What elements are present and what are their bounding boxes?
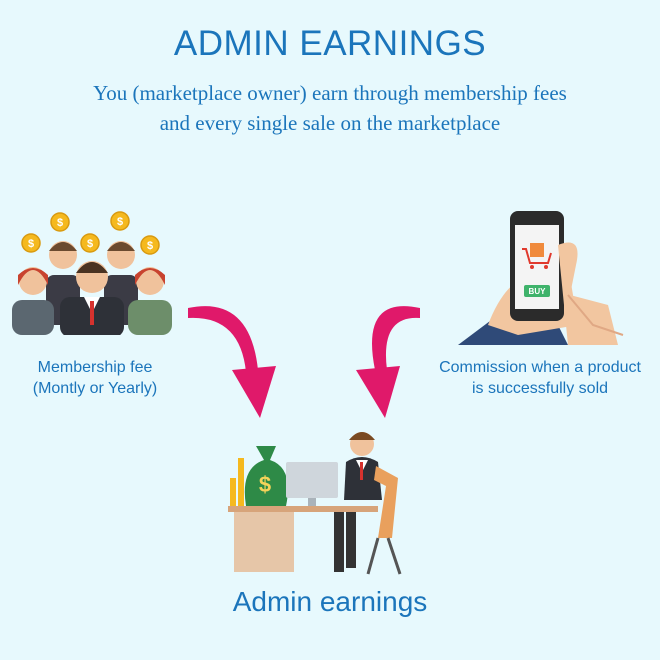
subtitle: You (marketplace owner) earn through mem… [0, 78, 660, 138]
membership-caption: Membership fee (Montly or Yearly) [0, 357, 190, 399]
right-arrow-icon [356, 306, 420, 418]
members-group-illustration: $ $ $ $ $ [12, 211, 172, 335]
admin-earnings-label: Admin earnings [232, 586, 428, 617]
monitor-icon [286, 462, 338, 498]
admin-desk-illustration: $ [228, 432, 402, 575]
membership-caption-line-1: Membership fee [37, 359, 153, 376]
page-title: ADMIN EARNINGS [173, 24, 487, 63]
subtitle-line-1: You (marketplace owner) earn through mem… [93, 81, 567, 105]
coin-icons [21, 211, 160, 255]
arrows [188, 306, 420, 418]
coin-symbol: $ [28, 238, 34, 250]
coin-symbol: $ [117, 216, 123, 228]
coin-symbol: $ [147, 240, 153, 252]
commission-caption-line-2: is successfully sold [471, 380, 609, 397]
left-arrow-icon [188, 306, 276, 418]
buy-label: BUY [529, 287, 547, 296]
buy-button [524, 285, 550, 297]
phone-hand-illustration: BUY [458, 211, 624, 345]
coin-symbol: $ [57, 217, 63, 229]
money-bag-icon [244, 446, 288, 506]
membership-caption-line-2: (Montly or Yearly) [32, 380, 158, 397]
subtitle-line-2: and every single sale on the marketplace [159, 111, 501, 135]
cart-icon [522, 243, 552, 269]
money-bag-symbol: $ [259, 472, 271, 497]
commission-caption: Commission when a product is successfull… [420, 357, 660, 399]
commission-caption-line-1: Commission when a product [439, 359, 641, 376]
coin-symbol: $ [87, 238, 93, 250]
